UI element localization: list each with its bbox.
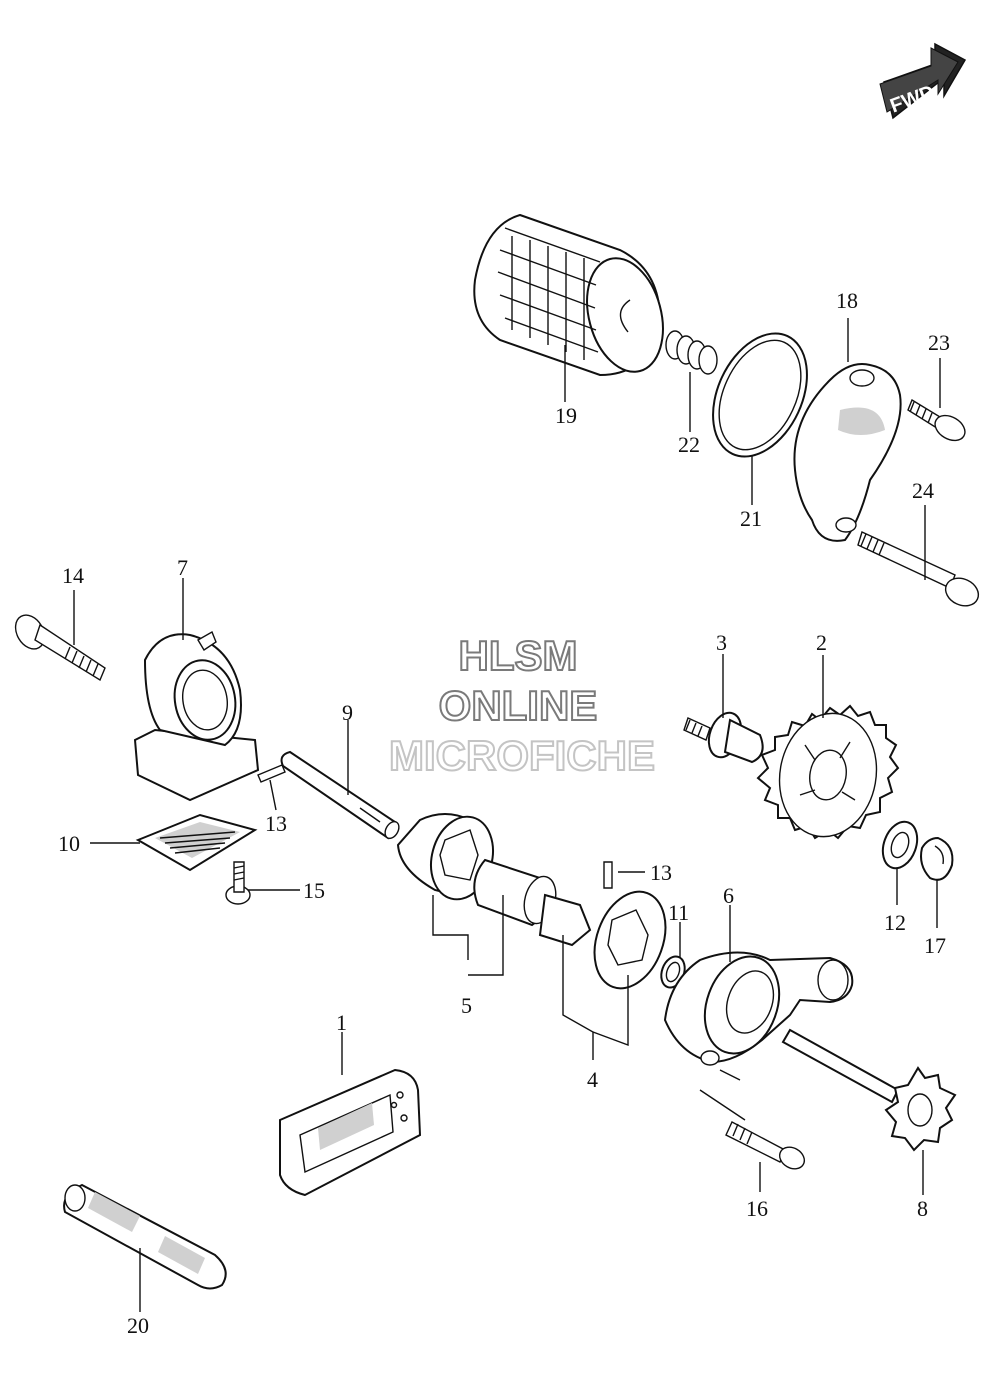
callout-9: 9 [342, 700, 353, 725]
strainer-housing-part [133, 630, 260, 802]
callout-11: 11 [668, 900, 689, 925]
callout-14: 14 [62, 563, 84, 588]
washer-11-part [660, 955, 686, 989]
rotor-set-4-part [538, 890, 667, 990]
o-ring-part [712, 332, 808, 458]
oil-filter-part [473, 213, 664, 377]
callout-17: 17 [924, 933, 946, 958]
watermark: HLSM ONLINE MICROFICHE [388, 631, 656, 780]
strainer-screen-part [135, 813, 258, 872]
stud-3-part [683, 711, 764, 764]
circlip-17-part [920, 836, 954, 881]
bolt-23-part [907, 398, 966, 442]
rotor-set-5-part [396, 813, 557, 927]
gasket-part [279, 1068, 422, 1197]
callout-3: 3 [716, 630, 727, 655]
watermark-line-3: MICROFICHE [389, 732, 655, 779]
callout-20: 20 [127, 1313, 149, 1338]
callout-21: 21 [740, 506, 762, 531]
callout-13-left: 13 [265, 811, 287, 836]
watermark-line-2: ONLINE [439, 682, 598, 729]
spring-part [665, 330, 718, 375]
callout-18: 18 [836, 288, 858, 313]
fwd-arrow-icon: FWD [879, 42, 967, 120]
callout-24: 24 [912, 478, 934, 503]
leader-lines [73, 318, 941, 1312]
pin-13b-part [603, 861, 613, 889]
washer-12-part [881, 820, 919, 870]
callout-8: 8 [917, 1196, 928, 1221]
callout-labels: 19 22 21 18 23 24 14 7 9 13 10 15 5 4 13… [58, 288, 950, 1338]
callout-5: 5 [461, 993, 472, 1018]
shaft-part [280, 750, 400, 840]
pin-13a-part [257, 764, 286, 783]
callout-16: 16 [746, 1196, 768, 1221]
callout-22: 22 [678, 432, 700, 457]
tube-20-part [63, 1183, 227, 1290]
callout-6: 6 [723, 883, 734, 908]
pump-body-part [663, 951, 854, 1121]
callout-15: 15 [303, 878, 325, 903]
callout-1: 1 [336, 1010, 347, 1035]
bolt-16-part [725, 1121, 806, 1170]
watermark-line-1: HLSM [459, 632, 578, 679]
callout-12: 12 [884, 910, 906, 935]
callout-7: 7 [177, 555, 188, 580]
callout-2: 2 [816, 630, 827, 655]
callout-23: 23 [928, 330, 950, 355]
callout-19: 19 [555, 403, 577, 428]
bolt-24-part [857, 531, 980, 607]
pump-shaft-gear-part [781, 1028, 957, 1152]
driven-gear-part [756, 704, 900, 840]
bolt-14-part [14, 614, 106, 682]
callout-13-right: 13 [650, 860, 672, 885]
callout-10: 10 [58, 831, 80, 856]
callout-4: 4 [587, 1067, 598, 1092]
bolt-15-part [225, 861, 251, 905]
filter-cap-part [793, 363, 902, 542]
